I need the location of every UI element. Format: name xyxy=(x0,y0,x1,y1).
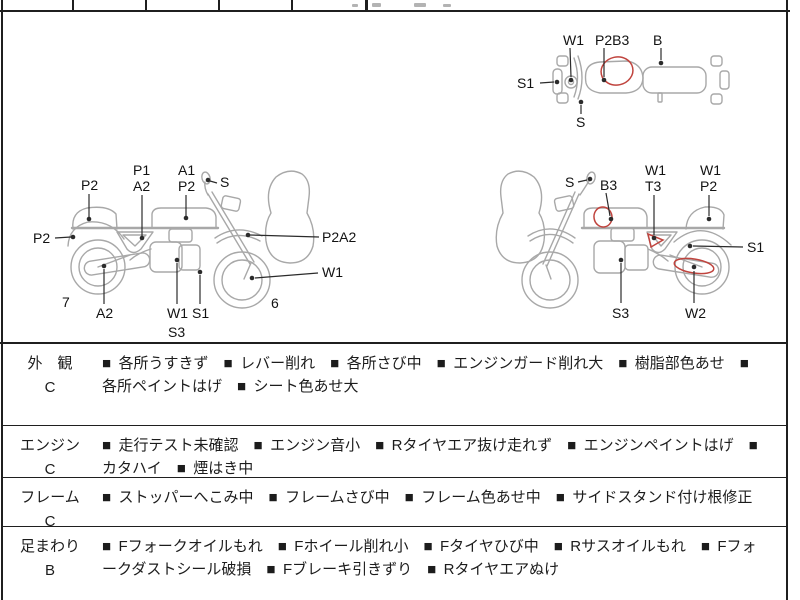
leader-lines xyxy=(539,47,662,114)
section-grade: B xyxy=(44,562,55,579)
section-items: ■ 走行テスト未確認 ■ エンジン音小 ■ Rタイヤエア抜け走れず ■ エンジン… xyxy=(102,437,766,477)
section-row-exterior: 外 観 C ■ 各所うすきず ■ レバー削れ ■ 各所さび中 ■ エンジンガード… xyxy=(2,345,787,425)
diagram-label: S3 xyxy=(612,305,629,321)
leader-lines xyxy=(54,180,320,304)
section-items: ■ ストッパーへこみ中 ■ フレームさび中 ■ フレーム色あせ中 ■ サイドスタ… xyxy=(102,489,753,506)
diagram-label: A2 xyxy=(96,305,113,321)
section-grade: C xyxy=(44,379,56,396)
diagram-label: P2B3 xyxy=(595,32,629,48)
diagram-label: S xyxy=(220,174,229,190)
table-top-rule xyxy=(0,342,788,344)
page-left-border xyxy=(1,0,3,600)
diagram-label: P2 xyxy=(33,230,50,246)
diagram-label: A2 xyxy=(133,178,150,194)
leader-dots xyxy=(554,60,664,105)
header-cell-divider xyxy=(145,0,147,10)
section-grade: C xyxy=(44,461,56,478)
diagram-label: S3 xyxy=(168,324,185,340)
table-row-divider xyxy=(2,477,787,478)
header-cell-divider xyxy=(365,0,368,10)
diagram-label: B3 xyxy=(600,177,617,193)
diagram-label: P2 xyxy=(700,178,717,194)
section-label: エンジン xyxy=(19,437,80,454)
damage-mark-red-circle xyxy=(600,56,634,86)
header-cell-divider xyxy=(291,0,293,10)
diagram-label: 6 xyxy=(271,295,279,311)
motorcycle-right-side-outline xyxy=(495,170,732,309)
diagram-label: S1 xyxy=(192,305,209,321)
diagram-label: W1 xyxy=(645,162,666,178)
motorcycle-top-view-outline xyxy=(552,55,730,105)
diagram-label: P2 xyxy=(81,177,98,193)
section-grade: C xyxy=(44,513,56,530)
section-items: ■ Fフォークオイルもれ ■ Fホイール削れ小 ■ Fタイヤひび中 ■ Rサスオ… xyxy=(102,538,757,578)
diagram-label: 7 xyxy=(62,294,70,310)
section-row-frame: フレーム C ■ ストッパーへこみ中 ■ フレームさび中 ■ フレーム色あせ中 … xyxy=(2,479,787,530)
diagram-label: P1 xyxy=(133,162,150,178)
leader-dots xyxy=(70,177,255,281)
diagram-label: S1 xyxy=(517,75,534,91)
clipped-text-remnant xyxy=(443,4,451,7)
diagram-label: W1 xyxy=(167,305,188,321)
diagram-label: A1 xyxy=(178,162,195,178)
damage-mark-red-circle xyxy=(593,206,613,228)
motorcycle-left-side-diagram: P2 P1 A2 A1 P2 S P2 P2A2 W1 7 A2 W1 S1 S… xyxy=(33,162,356,340)
diagram-label: P2A2 xyxy=(322,229,356,245)
header-cell-divider xyxy=(218,0,220,10)
section-label: 足まわり xyxy=(19,538,80,555)
diagram-label: W1 xyxy=(700,162,721,178)
clipped-text-remnant xyxy=(352,4,358,7)
leader-dots xyxy=(587,176,712,270)
leader-lines xyxy=(577,179,744,303)
diagram-label: S xyxy=(565,174,574,190)
motorcycle-top-view-diagram: S1 W1 P2B3 B S xyxy=(517,32,730,130)
header-cell-divider xyxy=(72,0,74,10)
section-row-undercarriage: 足まわり B ■ Fフォークオイルもれ ■ Fホイール削れ小 ■ Fタイヤひび中… xyxy=(2,528,787,600)
section-row-engine: エンジン C ■ 走行テスト未確認 ■ エンジン音小 ■ Rタイヤエア抜け走れず… xyxy=(2,427,787,478)
diagram-label: B xyxy=(653,32,662,48)
clipped-text-remnant xyxy=(414,3,426,7)
diagram-label: W1 xyxy=(563,32,584,48)
table-row-divider xyxy=(2,526,787,527)
header-bottom-rule xyxy=(0,10,790,12)
section-label: 外 観 xyxy=(27,355,73,372)
section-label: フレーム xyxy=(20,489,80,506)
page-right-border xyxy=(786,0,788,600)
clipped-text-remnant xyxy=(372,3,381,7)
diagram-label: S xyxy=(576,114,585,130)
damage-mark-red-circle xyxy=(673,257,715,275)
motorcycle-right-side-diagram: S B3 W1 T3 W1 P2 S1 S3 W2 xyxy=(495,162,764,321)
section-items: ■ 各所うすきず ■ レバー削れ ■ 各所さび中 ■ エンジンガード削れ大 ■ … xyxy=(102,355,757,395)
diagram-label: W2 xyxy=(685,305,706,321)
table-row-divider xyxy=(2,425,787,426)
diagram-label: S1 xyxy=(747,239,764,255)
diagram-label: W1 xyxy=(322,264,343,280)
diagram-label: T3 xyxy=(645,178,662,194)
diagram-label: P2 xyxy=(178,178,195,194)
